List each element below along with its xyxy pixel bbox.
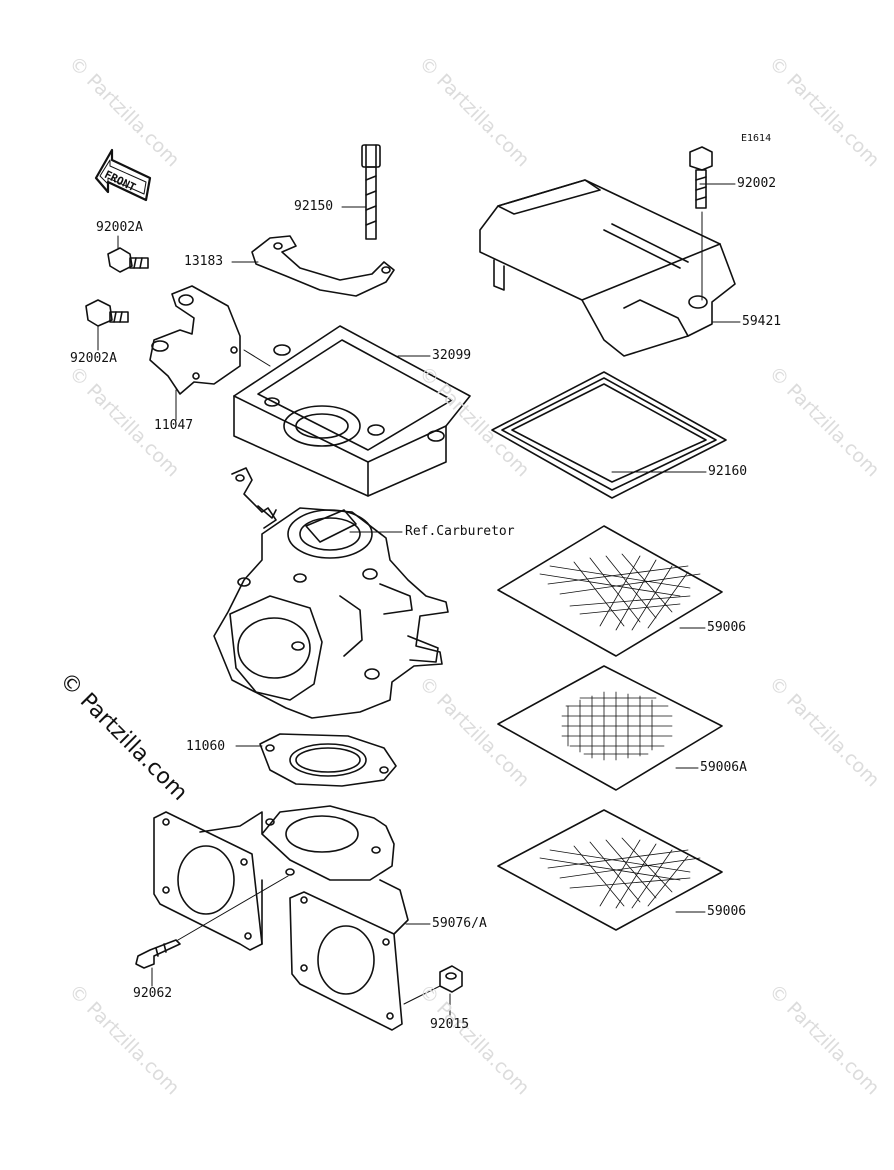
part-label[interactable]: 92062 bbox=[133, 986, 173, 1001]
part-label[interactable]: 32099 bbox=[432, 348, 472, 363]
bracket-13183 bbox=[251, 235, 395, 297]
part-label[interactable]: 92015 bbox=[430, 1017, 470, 1032]
part-label[interactable]: 59076/A bbox=[432, 916, 487, 931]
front-arrow-icon bbox=[94, 148, 152, 202]
bolt-92150 bbox=[361, 144, 381, 240]
gasket-11060 bbox=[259, 733, 397, 787]
gasket-92160 bbox=[491, 371, 727, 499]
nut-92015 bbox=[439, 965, 463, 993]
filter-59006a bbox=[497, 665, 723, 791]
airbox-32099 bbox=[233, 325, 471, 497]
diagram-code: E1614 bbox=[741, 133, 772, 144]
part-label[interactable]: 13183 bbox=[184, 254, 224, 269]
part-label[interactable]: 92002 bbox=[737, 176, 777, 191]
leader-lines bbox=[97, 183, 741, 1017]
part-label[interactable]: 59006 bbox=[707, 620, 747, 635]
bolt-92002 bbox=[689, 146, 713, 209]
part-label[interactable]: 59006 bbox=[707, 904, 747, 919]
fitting-92062 bbox=[135, 939, 181, 969]
cover-59421 bbox=[479, 179, 736, 357]
part-label[interactable]: Ref.Carburetor bbox=[405, 524, 515, 539]
part-label[interactable]: 92002A bbox=[70, 351, 117, 366]
bracket-11047 bbox=[149, 285, 241, 395]
filter-59006-bottom bbox=[497, 809, 723, 931]
bolt-92002a-upper bbox=[107, 247, 149, 273]
manifold-59076a bbox=[153, 805, 409, 1031]
part-label[interactable]: 92002A bbox=[96, 220, 143, 235]
part-label[interactable]: 11047 bbox=[154, 418, 194, 433]
part-label[interactable]: 92160 bbox=[708, 464, 748, 479]
bolt-92002a-lower bbox=[85, 299, 129, 327]
part-label[interactable]: 59421 bbox=[742, 314, 782, 329]
part-label[interactable]: 92150 bbox=[294, 199, 334, 214]
part-label[interactable]: 11060 bbox=[186, 739, 226, 754]
carburetor bbox=[213, 467, 449, 719]
part-label[interactable]: 59006A bbox=[700, 760, 747, 775]
filter-59006-top bbox=[497, 525, 723, 657]
